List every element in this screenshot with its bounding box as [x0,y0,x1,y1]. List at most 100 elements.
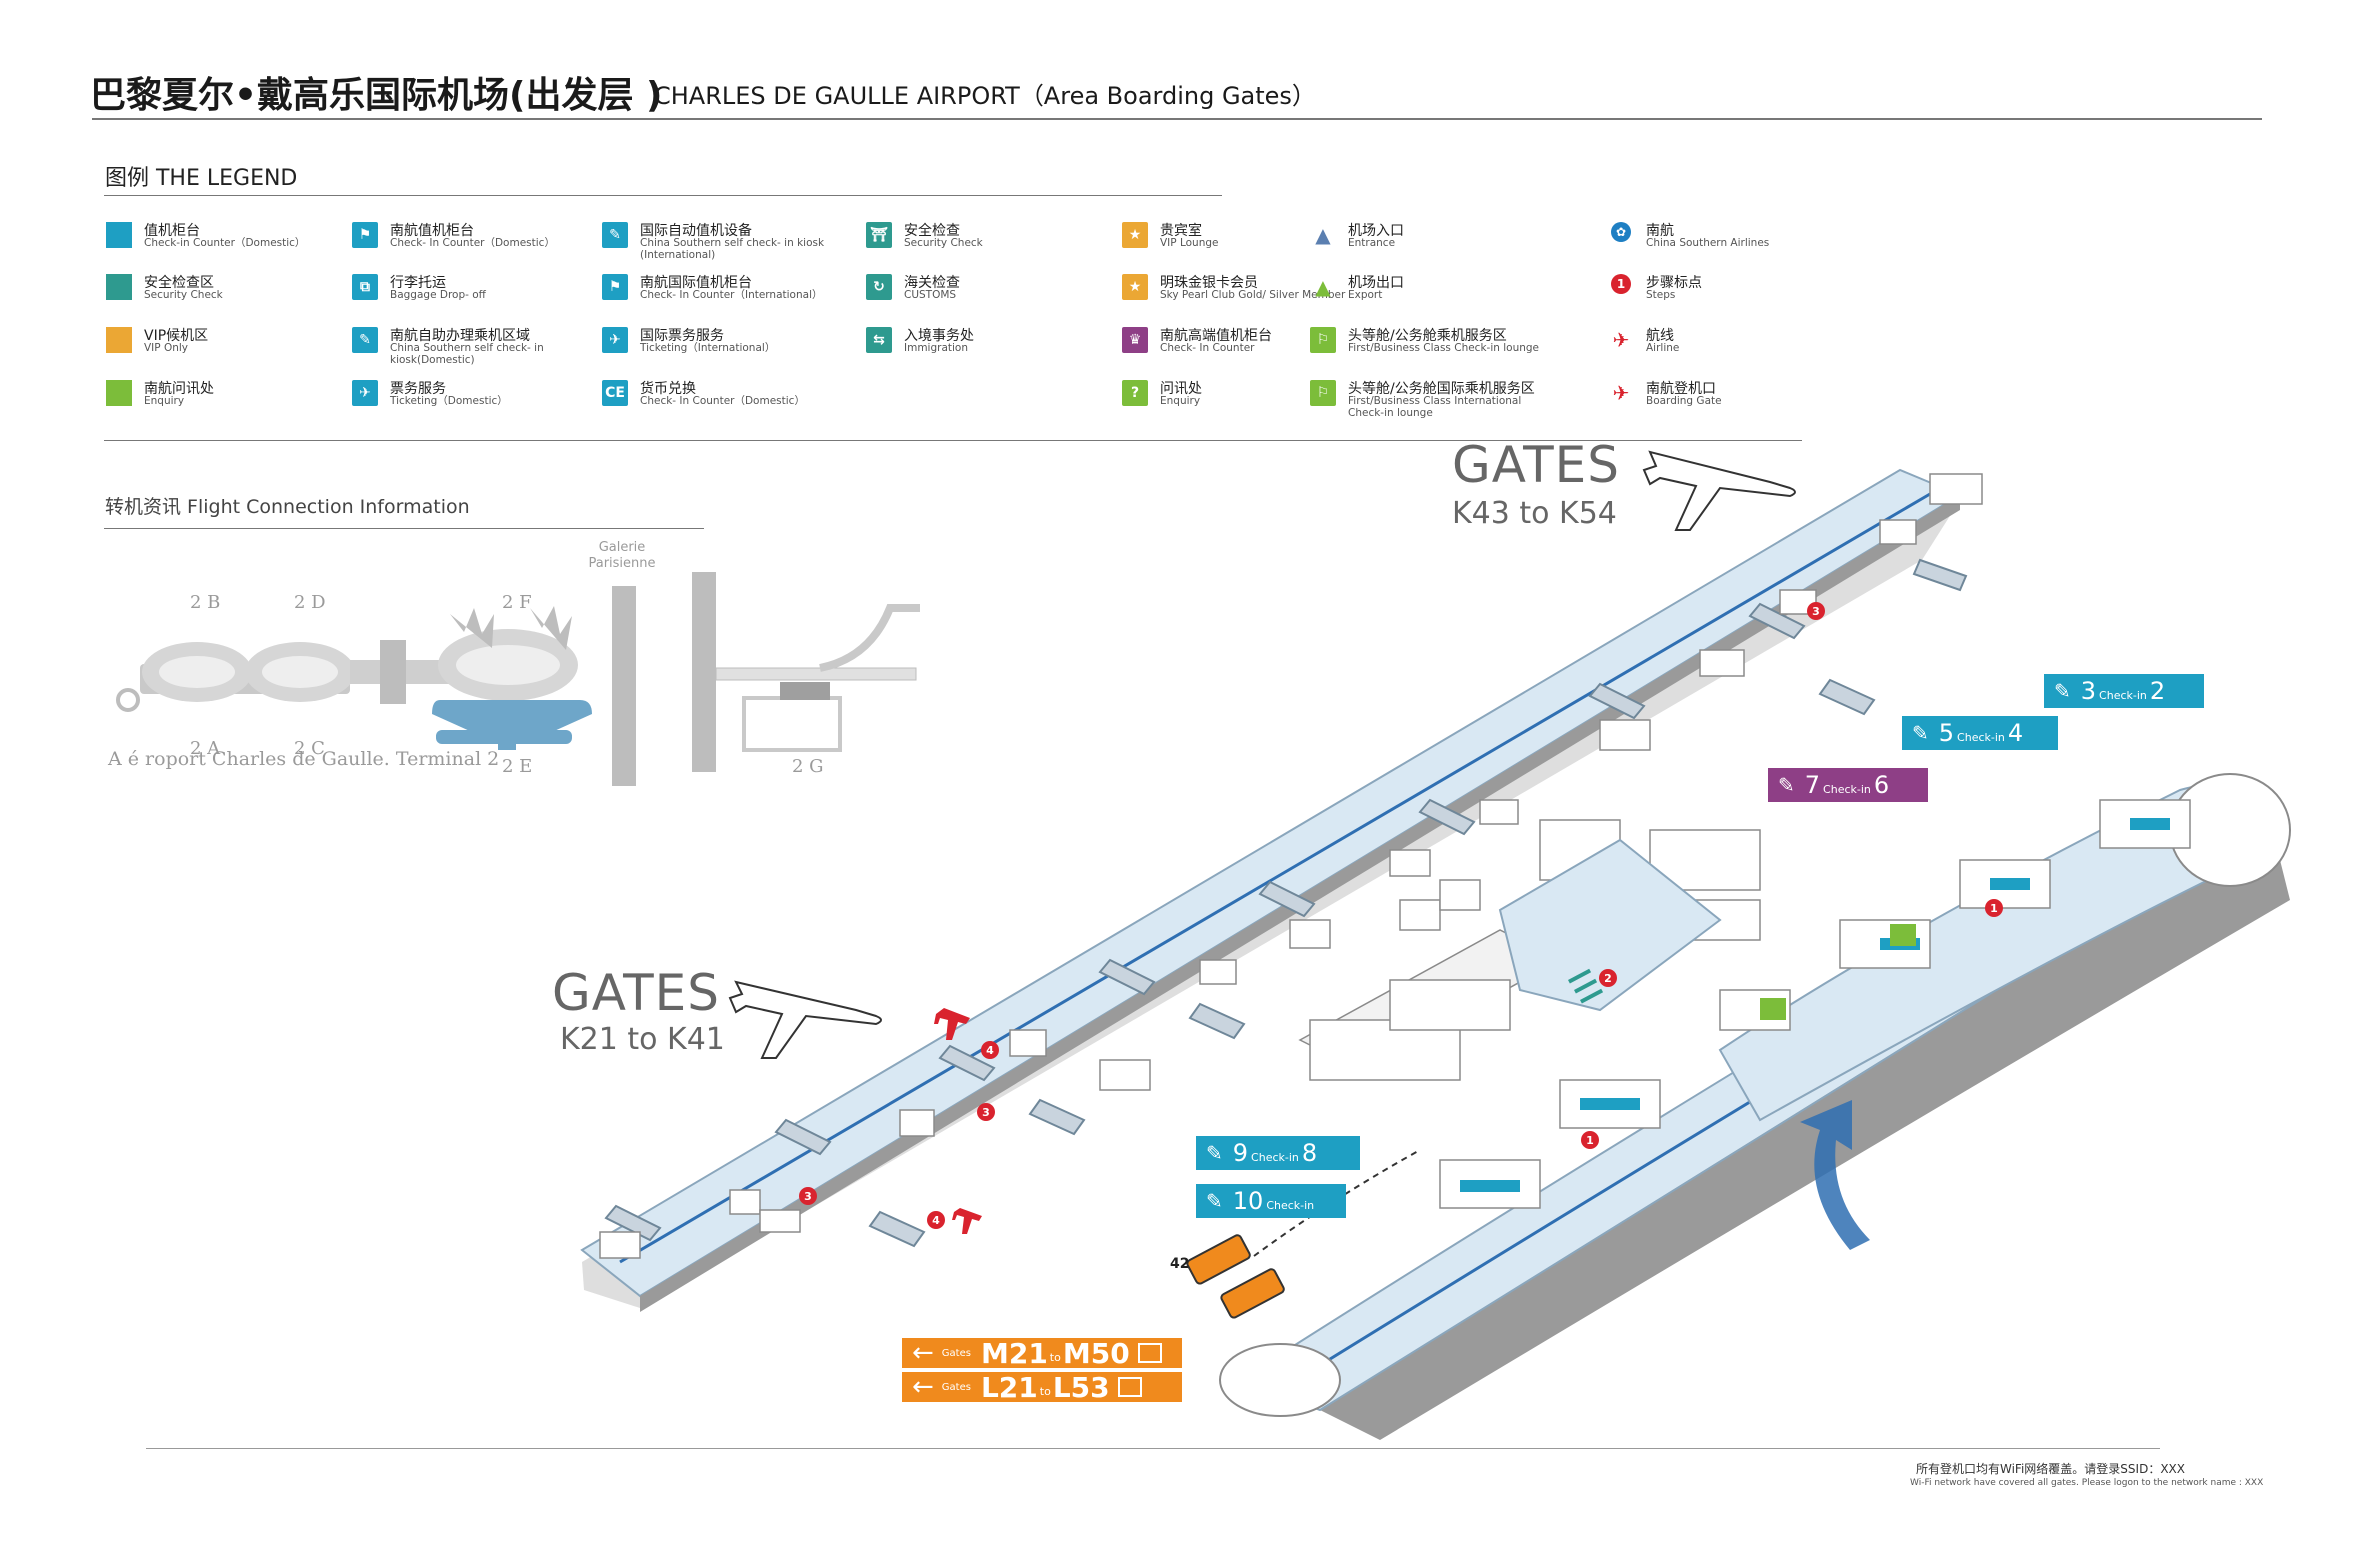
legend-label-en: Check- In Counter（International） [640,289,823,301]
legend-label-zh: 南航登机口 [1646,381,1716,397]
legend-label-en: Boarding Gate [1646,395,1722,407]
legend-label-en: Steps [1646,289,1676,301]
terminal-2e-label: 2 E [502,756,533,777]
legend-label-zh: 问讯处 [1160,381,1202,397]
legend-label-en: China Southern self check- in kiosk (Int… [640,237,825,261]
legend-label-zh: VIP候机区 [144,328,209,344]
check-in-label: Check-in [1823,782,1871,796]
legend-label-zh: 国际票务服务 [640,328,724,344]
legend-label-en: Entrance [1348,237,1396,249]
gate-range-from: M21 [980,1336,1048,1370]
currency-exchange-icon: CE [602,380,628,406]
legend-label-en: Baggage Drop- off [390,289,486,301]
terminal-2-minimap [116,572,920,786]
shuttle-bus-icon [1186,1234,1285,1319]
legend-label-en: Check- In Counter（Domestic） [640,395,805,407]
legend-label-zh: 步骤标点 [1646,275,1702,291]
gates-north-range: K43 to K54 [1452,496,1617,531]
premium-icon: ♛ [1122,327,1148,353]
legend-label-zh: 货币兑换 [640,381,696,397]
gate-range-from: L21 [980,1370,1038,1404]
svg-text:3: 3 [804,1190,812,1203]
legend-label-zh: 南航高端值机柜台 [1160,328,1272,344]
terminal-caption: A é roport Charles de Gaulle. Terminal 2 [108,748,500,770]
legend-label-en: Check-in Counter（Domestic） [144,237,306,249]
legend-label-en: China Southern self check- in kiosk(Dome… [390,342,544,366]
svg-text:1: 1 [1990,902,1998,915]
legend-label-en: Immigration [904,342,968,354]
terminal-2d-label: 2 D [294,592,326,613]
plane-icon-west [728,980,882,1059]
legend-label-en: Ticketing（Domestic） [390,395,508,407]
gate-icon: ✈ [1612,381,1630,405]
kiosk-icon: ✎ [602,222,628,248]
legend-label-zh: 入境事务处 [904,328,974,344]
customs-icon: ↻ [866,274,892,300]
wifi-notice-en: Wi-Fi network have covered all gates. Pl… [1910,1478,2264,1488]
immigration-icon: ⇆ [866,327,892,353]
terminal-2g-label: 2 G [792,756,824,777]
legend-label-en: First/Business Class International Check… [1348,395,1522,419]
bus-route [1253,1149,1421,1257]
step-marker-labels: 3 1 2 1 4 3 3 4 [804,605,1998,1227]
header-divider [92,118,2262,120]
terminal-2b-label: 2 B [190,592,221,613]
ticket-icon: ✈ [602,327,628,353]
legend-label-zh: 机场入口 [1348,223,1404,239]
first-class-icon: ⚐ [1310,380,1336,406]
arrow-left-icon: ← [912,1372,934,1402]
gates-label: Gates [941,1347,971,1359]
legend-label-zh: 值机柜台 [144,223,200,239]
legend-label-en: First/Business Class Check-in lounge [1348,342,1540,354]
entrance-icon: ▲ [1315,223,1331,247]
kiosk-icon: ✎ [1912,721,1929,745]
legend-bottom-divider [104,440,1802,441]
legend-label-en: Export [1348,289,1383,301]
gate-range-to: M50 [1062,1336,1130,1370]
check-in-number: 8 [1301,1139,1318,1167]
k-gates-pier [580,468,1983,1312]
legend-label-en: Airline [1646,342,1680,354]
central-concourse-floor [1498,838,1722,1012]
gates-north-title: GATES [1452,436,1620,494]
legend-label-zh: 南航国际值机柜台 [640,275,752,291]
galerie-parisienne-label: Galerie Parisienne [588,540,656,571]
security-icon: ⛩ [866,222,892,248]
shuttle-icon [1137,1343,1162,1363]
legend-label-en: Check- In Counter（Domestic） [390,237,555,249]
baggage-icon: ⧉ [352,274,378,300]
kiosk-icon: ✎ [1206,1141,1223,1165]
gate-range-to: L53 [1052,1370,1110,1404]
bus-label: 42 [1170,1256,1190,1272]
gates-west-title: GATES [552,964,720,1022]
plane-icon-north [1642,450,1796,531]
legend-label-zh: 明珠金银卡会员 [1160,275,1258,291]
vip-icon: ★ [1122,274,1148,300]
legend-label-en: Ticketing（International） [640,342,776,354]
kiosk-icon: ✎ [1778,773,1795,797]
flight-connection-heading: 转机资讯 Flight Connection Information [105,496,470,518]
step-icon: 1 [1611,274,1631,294]
shuttle-icon [1117,1377,1142,1397]
